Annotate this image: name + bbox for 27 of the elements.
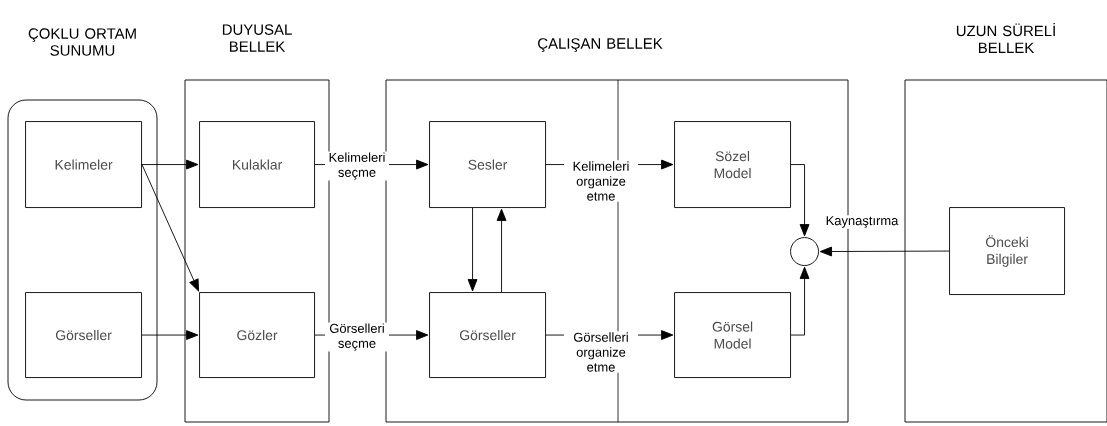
edge-label: Kelimeleri seçme [325,151,389,181]
junction-circle [790,237,819,266]
process-box: Görseller [429,292,546,378]
process-box: Kulaklar [199,121,315,208]
arrow [141,164,200,292]
process-box: Görseller [25,292,142,378]
panel-heading: ÇALIŞAN BELLEK [538,38,663,52]
edge-label: Görselleri seçme [325,322,389,352]
arrow [496,208,507,293]
edge-label: Görselleri organize etme [564,331,638,373]
edge-label: Kaynaştırma [821,215,903,229]
arrow [141,330,199,340]
panel-heading: UZUN SÜRELİ BELLEK [956,23,1055,53]
panel-heading: DUYUSAL BELLEK [222,24,292,52]
process-box: Gözler [199,292,315,378]
arrow [790,164,810,237]
process-box: Görsel Model [674,292,791,378]
arrow [141,159,199,170]
arrow [819,246,950,257]
edge-label: Kelimeleri organize etme [564,160,638,202]
process-box: Önceki Bilgiler [949,207,1065,295]
arrow [790,266,810,336]
arrow [467,207,478,292]
process-box: Sözel Model [674,121,791,208]
panel-heading: ÇOKLU ORTAM SUNUMU [28,28,136,56]
process-box: Kelimeler [25,121,142,208]
process-box: Sesler [429,121,546,208]
